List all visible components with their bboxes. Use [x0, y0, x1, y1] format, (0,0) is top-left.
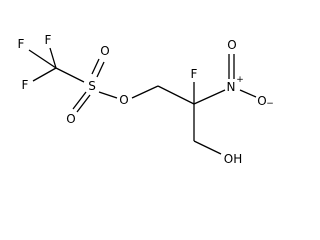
central-fluorine-label: F [191, 67, 198, 81]
bond-c2-c3 [157, 85, 195, 105]
bond-s-o-ester [98, 91, 118, 99]
oxygen-negative-charge: − [266, 99, 274, 109]
fluorine-label-2: F [18, 37, 25, 51]
bond-s-o-bottom-a [76, 94, 91, 113]
bond-c4-oh [193, 140, 222, 155]
bond-c1-f2 [28, 49, 57, 69]
bond-o-ester-c2 [131, 85, 159, 99]
bond-c1-f1 [49, 47, 57, 69]
nitro-nitrogen-label: N [227, 80, 236, 94]
bond-c1-f3 [32, 67, 57, 82]
sulfonyl-oxygen-top-label: O [100, 44, 109, 58]
ester-oxygen-label: O [119, 93, 128, 107]
fluorine-label-1: F [45, 33, 52, 47]
nitrogen-positive-charge: + [236, 75, 244, 85]
bond-c1-s [55, 67, 85, 83]
hydroxyl-label: OH [224, 152, 242, 166]
bond-c3-n [193, 89, 226, 105]
nitro-oxygen-double-label: O [227, 38, 236, 52]
sulfur-label: S [88, 79, 96, 93]
chemical-structure: F F F S O O O F N + O O − OH [18, 33, 274, 166]
bond-s-o-bottom-b [72, 91, 87, 110]
bond-s-o-top-b [91, 58, 100, 75]
sulfonyl-oxygen-bottom-label: O [66, 112, 75, 126]
fluorine-label-3: F [22, 78, 29, 92]
bond-n-o-single [239, 89, 257, 98]
nitro-oxygen-single-label: O [257, 94, 266, 108]
bond-s-o-top-a [96, 61, 105, 78]
